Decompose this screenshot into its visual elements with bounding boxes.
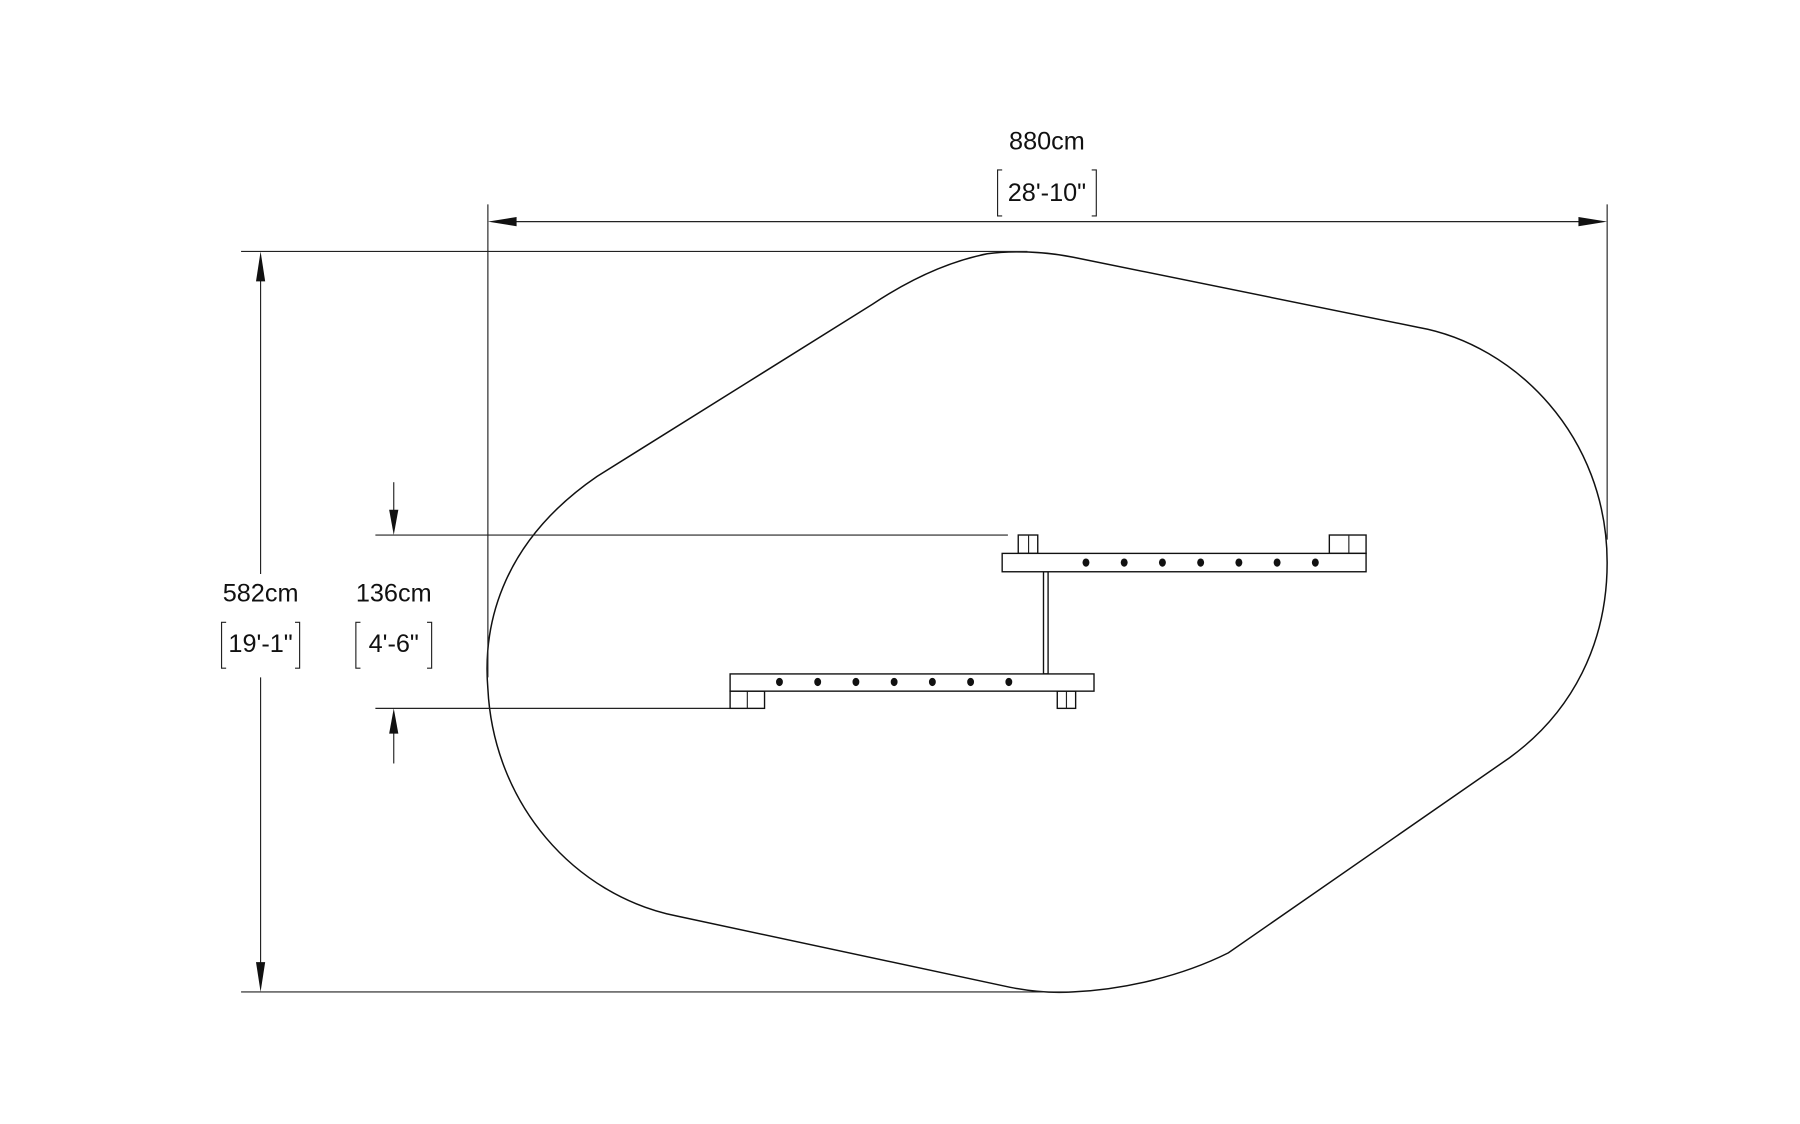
safety-zone-outline [486,251,1608,994]
top-bar [1001,552,1367,573]
arrow-down-icon [389,509,399,536]
bar-hole [1082,558,1090,567]
arrow-right-icon [1578,217,1608,227]
bar-hole [1197,558,1205,567]
bar-hole [928,677,936,687]
top-post-right [1328,534,1367,555]
bar-hole [967,677,975,687]
bar-hole [814,677,822,687]
bar-hole [1158,558,1166,567]
bar-hole [1273,558,1281,567]
width-metric-label: 880cm [1009,127,1085,155]
offset-imperial-label: 4'-6" [369,630,419,658]
depth-metric-label: 582cm [223,580,299,608]
equipment-structure [729,534,1367,710]
bar-hole [1235,558,1243,567]
arrow-left-icon [487,217,517,227]
bar-hole [1005,677,1013,687]
depth-dimension: 582cm 19'-1" [220,250,1068,993]
bar-hole [1311,558,1319,567]
arrow-up-icon [255,251,266,282]
bar-hole [852,677,860,687]
bottom-bar [729,673,1095,692]
bar-hole [1120,558,1128,567]
offset-dimension: 136cm 4'-6" [355,482,1008,764]
bar-hole [890,677,898,687]
arrow-up-icon [389,708,399,734]
offset-metric-label: 136cm [356,580,432,608]
connector-post [1042,571,1049,675]
width-dimension: 880cm 28'-10" [487,127,1608,678]
bar-hole [776,677,783,687]
arrow-down-icon [255,962,266,992]
width-imperial-label: 28'-10" [1008,179,1086,207]
depth-imperial-label: 19'-1" [228,630,292,658]
